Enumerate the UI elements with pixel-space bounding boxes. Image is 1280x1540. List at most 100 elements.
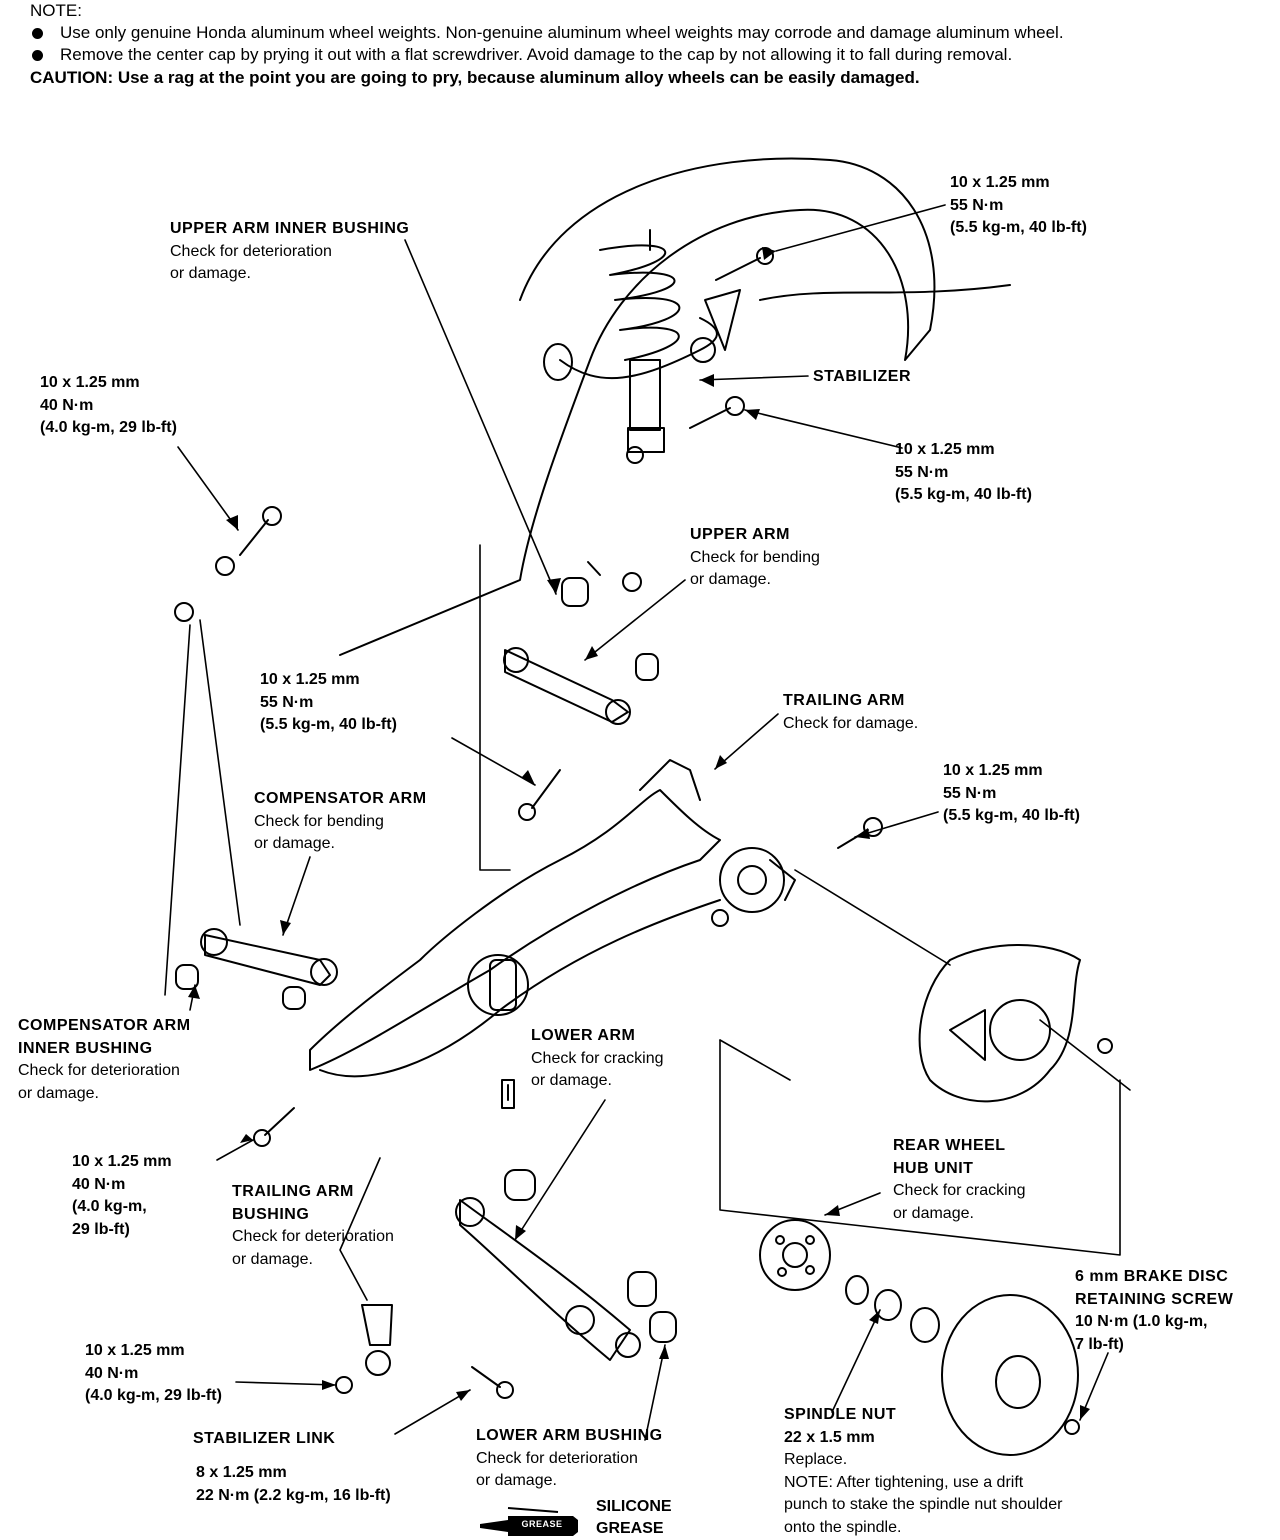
- note-bullet-2: Remove the center cap by prying it out w…: [30, 44, 1250, 66]
- bolt-size: 10 x 1.25 mm: [85, 1342, 185, 1359]
- part-title: SPINDLE NUT: [784, 1406, 897, 1423]
- part-desc: Check for damage.: [783, 714, 919, 732]
- grease-badge: GREASE: [512, 1516, 572, 1532]
- part-title: INNER BUSHING: [18, 1039, 153, 1057]
- torque-alt: (5.5 kg-m, 40 lb-ft): [895, 486, 1032, 503]
- label-compensator-arm-inner-bushing: COMPENSATOR ARM INNER BUSHING Check for …: [18, 1015, 191, 1105]
- note-text-2: Remove the center cap by prying it out w…: [60, 45, 1013, 64]
- arrow-heads: [188, 247, 1090, 1420]
- bolt-size: 10 x 1.25 mm: [950, 174, 1050, 191]
- trailing-arm-body: [309, 789, 721, 1071]
- part-desc: or damage.: [531, 1072, 612, 1089]
- torque-alt: (5.5 kg-m, 40 lb-ft): [950, 219, 1087, 236]
- part-desc: or damage.: [232, 1250, 313, 1268]
- brake-disc: [941, 1294, 1079, 1456]
- torque-alt: (4.0 kg-m, 29 lb-ft): [40, 419, 177, 436]
- part-note: onto the spindle.: [784, 1518, 902, 1536]
- fender-inner: [759, 284, 1011, 301]
- leader-lines: [164, 204, 1131, 1441]
- torque-alt: (5.5 kg-m, 40 lb-ft): [260, 716, 397, 733]
- torque-alt: 7 lb-ft): [1075, 1335, 1124, 1353]
- torque-value: 55 N·m: [950, 196, 1004, 214]
- torque-alt: (4.0 kg-m,: [72, 1198, 147, 1215]
- part-title: TRAILING ARM: [783, 692, 905, 709]
- stabilizer-end: [690, 337, 716, 363]
- label-torque-mid-left: 10 x 1.25 mm 55 N·m (5.5 kg-m, 40 lb-ft): [260, 669, 397, 737]
- label-torque-hub: 10 x 1.25 mm 55 N·m (5.5 kg-m, 40 lb-ft): [943, 760, 1080, 828]
- torque-value: 55 N·m: [895, 463, 949, 481]
- part-desc: Check for bending: [690, 548, 820, 566]
- label-upper-arm: UPPER ARM Check for bending or damage.: [690, 524, 820, 592]
- torque-value: 22 N·m (2.2 kg-m, 16 lb-ft): [196, 1486, 391, 1504]
- bullet-icon: [32, 28, 43, 39]
- trailing-arm-bushing-part: [467, 954, 529, 1016]
- nut-left: [174, 602, 194, 622]
- bolt-bottom: [471, 1366, 514, 1399]
- part-note: punch to stake the spindle nut shoulder: [784, 1496, 1063, 1513]
- torque-value: 40 N·m: [40, 396, 94, 414]
- part-title: COMPENSATOR ARM: [18, 1017, 191, 1034]
- part-title: LOWER ARM BUSHING: [476, 1427, 663, 1444]
- label-compensator-arm: COMPENSATOR ARM Check for bending or dam…: [254, 788, 427, 856]
- part-desc: Check for bending: [254, 812, 384, 830]
- part-desc: Check for deterioration: [170, 242, 332, 260]
- part-desc: or damage.: [170, 265, 251, 282]
- part-title: UPPER ARM: [690, 526, 790, 543]
- upper-arm-part: [503, 647, 659, 725]
- cap-part: [910, 1307, 940, 1343]
- label-brake-disc-screw: 6 mm BRAKE DISC RETAINING SCREW 10 N·m (…: [1075, 1266, 1233, 1356]
- bolt-disc: [1064, 1419, 1080, 1435]
- torque-alt: (5.5 kg-m, 40 lb-ft): [943, 807, 1080, 824]
- fender-outline: [339, 157, 936, 656]
- label-torque-stabilizer: 10 x 1.25 mm 55 N·m (5.5 kg-m, 40 lb-ft): [895, 439, 1032, 507]
- label-torque-stab-link: 10 x 1.25 mm 40 N·m (4.0 kg-m, 29 lb-ft): [85, 1340, 222, 1408]
- torque-value: 10 N·m (1.0 kg-m,: [1075, 1313, 1208, 1330]
- bolt-size: 8 x 1.25 mm: [196, 1464, 287, 1481]
- coil-spring: [599, 229, 681, 361]
- bolt-size: 10 x 1.25 mm: [260, 671, 360, 688]
- part-title: STABILIZER LINK: [193, 1430, 336, 1447]
- part-desc: or damage.: [476, 1472, 557, 1489]
- label-torque-top-right: 10 x 1.25 mm 55 N·m (5.5 kg-m, 40 lb-ft): [950, 172, 1087, 240]
- bolt-size: 10 x 1.25 mm: [895, 441, 995, 458]
- stabilizer-bar: [559, 317, 718, 380]
- upper-arm-inner-bushing-part: [561, 561, 642, 607]
- lower-arm-part: [455, 1169, 677, 1361]
- bolt-mid-left: [518, 769, 561, 821]
- part-title: COMPENSATOR ARM: [254, 790, 427, 807]
- label-stabilizer: STABILIZER: [813, 366, 911, 389]
- part-desc: or damage.: [18, 1084, 99, 1102]
- part-desc: Check for deterioration: [18, 1062, 180, 1079]
- bolt-stabilizer: [689, 396, 745, 429]
- washer-spindle: [845, 1275, 869, 1305]
- spindle-nut-part: [874, 1289, 902, 1321]
- washer-left: [215, 556, 235, 576]
- grease-line-2: GREASE: [596, 1520, 664, 1537]
- part-desc: Check for cracking: [531, 1049, 664, 1067]
- bolt-size: 10 x 1.25 mm: [943, 762, 1043, 779]
- bolt-size: 10 x 1.25 mm: [72, 1153, 172, 1170]
- torque-alt: 29 lb-ft): [72, 1220, 130, 1238]
- notes-block: NOTE: Use only genuine Honda aluminum wh…: [30, 0, 1250, 89]
- label-trailing-arm-bushing: TRAILING ARM BUSHING Check for deteriora…: [232, 1181, 394, 1271]
- part-desc: or damage.: [254, 835, 335, 852]
- torque-value: 40 N·m: [72, 1175, 126, 1193]
- label-lower-arm: LOWER ARM Check for cracking or damage.: [531, 1025, 664, 1093]
- part-desc: Check for cracking: [893, 1182, 1026, 1199]
- label-torque-left-bottom: 10 x 1.25 mm 40 N·m (4.0 kg-m, 29 lb-ft): [72, 1151, 172, 1241]
- part-note: NOTE: After tightening, use a drift: [784, 1473, 1024, 1491]
- part-desc: or damage.: [893, 1204, 974, 1222]
- compensator-arm-part: [175, 928, 338, 1010]
- part-title: BUSHING: [232, 1205, 310, 1223]
- torque-value: 55 N·m: [943, 784, 997, 802]
- note-text-1: Use only genuine Honda aluminum wheel we…: [60, 23, 1064, 42]
- bolt-shield: [1097, 1038, 1113, 1054]
- bolt-lower-center: [501, 1079, 515, 1109]
- torque-alt: (4.0 kg-m, 29 lb-ft): [85, 1387, 222, 1404]
- part-desc: Check for deterioration: [232, 1228, 394, 1245]
- part-title: STABILIZER: [813, 368, 912, 385]
- shock-absorber: [626, 359, 665, 464]
- knuckle: [711, 847, 796, 927]
- label-stabilizer-link: STABILIZER LINK: [193, 1428, 335, 1451]
